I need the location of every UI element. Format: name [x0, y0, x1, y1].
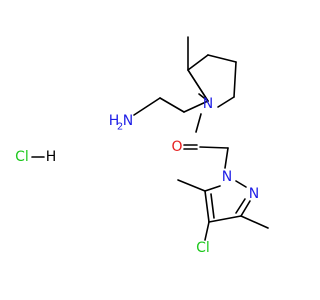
bond-c3-n2-2 [235, 198, 246, 214]
atom-o-carbonyl: O [171, 139, 182, 155]
bond-c3-n2-1 [240, 200, 251, 217]
atom-h2-subscript: 2 [117, 122, 123, 133]
bond-ch2a-ch2b [159, 97, 185, 113]
atom-n-piperidine: N [203, 96, 213, 112]
bond-ch2b-nh2 [133, 97, 161, 116]
bond-c5-methyl [177, 179, 206, 192]
bond-c4-cl [204, 221, 210, 241]
atom-h-hcl: H [46, 149, 57, 165]
bond-c5-c6 [233, 61, 237, 98]
bond-c6-n [217, 96, 235, 108]
atom-cl-hcl: Cl [15, 149, 29, 165]
bond-ch2-n1 [224, 147, 229, 169]
bond-c2-ch2a [183, 100, 209, 113]
bond-c5-c4-1 [204, 190, 210, 223]
bond-carbonyl-ch2 [199, 146, 229, 149]
bond-n1-c5 [204, 185, 221, 192]
bond-n-carbonyl [195, 113, 202, 133]
atom-h-amine: H [109, 113, 120, 129]
bond-c4-c3 [208, 215, 242, 223]
bond-c4-c5 [207, 54, 237, 63]
atom-n2-pyrazole: N [249, 186, 259, 202]
atom-cl-ring: Cl [196, 240, 210, 256]
structure-diagram: N O N N Cl H 2 N Cl H [15, 36, 269, 256]
atom-labels: N O N N Cl H 2 N Cl H [15, 96, 259, 256]
bond-c3-c4 [187, 54, 209, 71]
bond-n2-n1 [235, 180, 247, 188]
atom-n-amine: N [123, 113, 133, 129]
bonds [31, 36, 269, 241]
bond-c5-c4-2 [210, 193, 215, 219]
bond-c3-methyl-pz [240, 215, 269, 229]
bond-ring-n-c2 [187, 69, 209, 102]
atom-n1-pyrazole: N [222, 169, 232, 185]
